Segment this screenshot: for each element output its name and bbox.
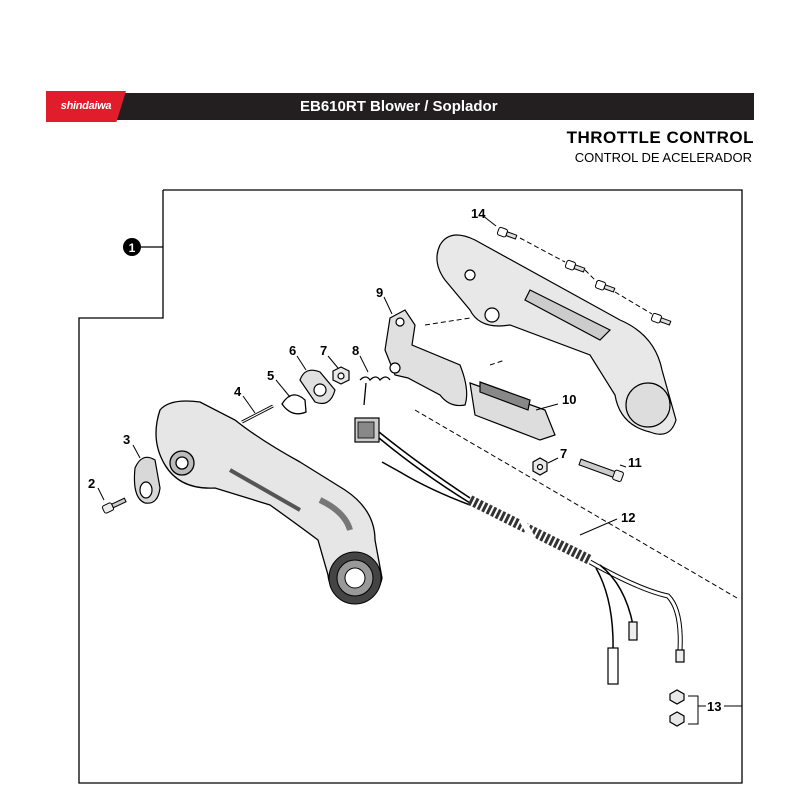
callout-6: 6 <box>289 343 296 358</box>
brand-logo: shindaiwa <box>46 91 126 122</box>
callout-12: 12 <box>621 510 635 525</box>
callout-2: 2 <box>88 476 95 491</box>
callout-8: 8 <box>352 343 359 358</box>
part-10-switch <box>469 381 556 441</box>
callout-5: 5 <box>267 368 274 383</box>
callout-9: 9 <box>376 285 383 300</box>
callout-14: 14 <box>471 206 486 221</box>
part-3-lever <box>133 456 161 504</box>
part-12-wire-harness <box>354 417 685 685</box>
dashed-leader-lines <box>414 237 738 599</box>
part-8-spring <box>359 376 391 406</box>
callout-13: 13 <box>707 699 721 714</box>
assembly-frame-left <box>78 190 743 784</box>
part-7-nut-lower <box>532 457 548 476</box>
part-9-trigger <box>384 309 468 407</box>
part-6-holder <box>299 369 336 405</box>
part-2-screw <box>101 497 127 514</box>
part-14-screws <box>496 226 672 326</box>
part-11-bolt <box>578 458 624 483</box>
handle-housing-left <box>155 400 383 601</box>
callout-11: 11 <box>628 455 642 470</box>
part-5-ring <box>281 394 307 415</box>
handle-gear <box>328 551 382 605</box>
handle-housing-right <box>436 234 677 435</box>
model-title: EB610RT Blower / Soplador <box>300 98 498 115</box>
callout-10: 10 <box>562 392 576 407</box>
callout-3: 3 <box>123 432 130 447</box>
assembly-callout-number: 1 <box>129 241 136 255</box>
callout-4: 4 <box>234 384 242 399</box>
section-title: THROTTLE CONTROL <box>566 128 754 147</box>
part-13-nuts <box>669 689 685 727</box>
part-7-nut-upper <box>332 366 350 385</box>
section-subtitle: CONTROL DE ACELERADOR <box>574 150 752 165</box>
assembly-callout-badge <box>123 238 141 256</box>
callout-7-lower: 7 <box>560 446 567 461</box>
callout-7-upper: 7 <box>320 343 327 358</box>
header-bar <box>46 93 754 120</box>
assembly-frame <box>163 189 743 707</box>
callout-leaders <box>97 214 742 725</box>
